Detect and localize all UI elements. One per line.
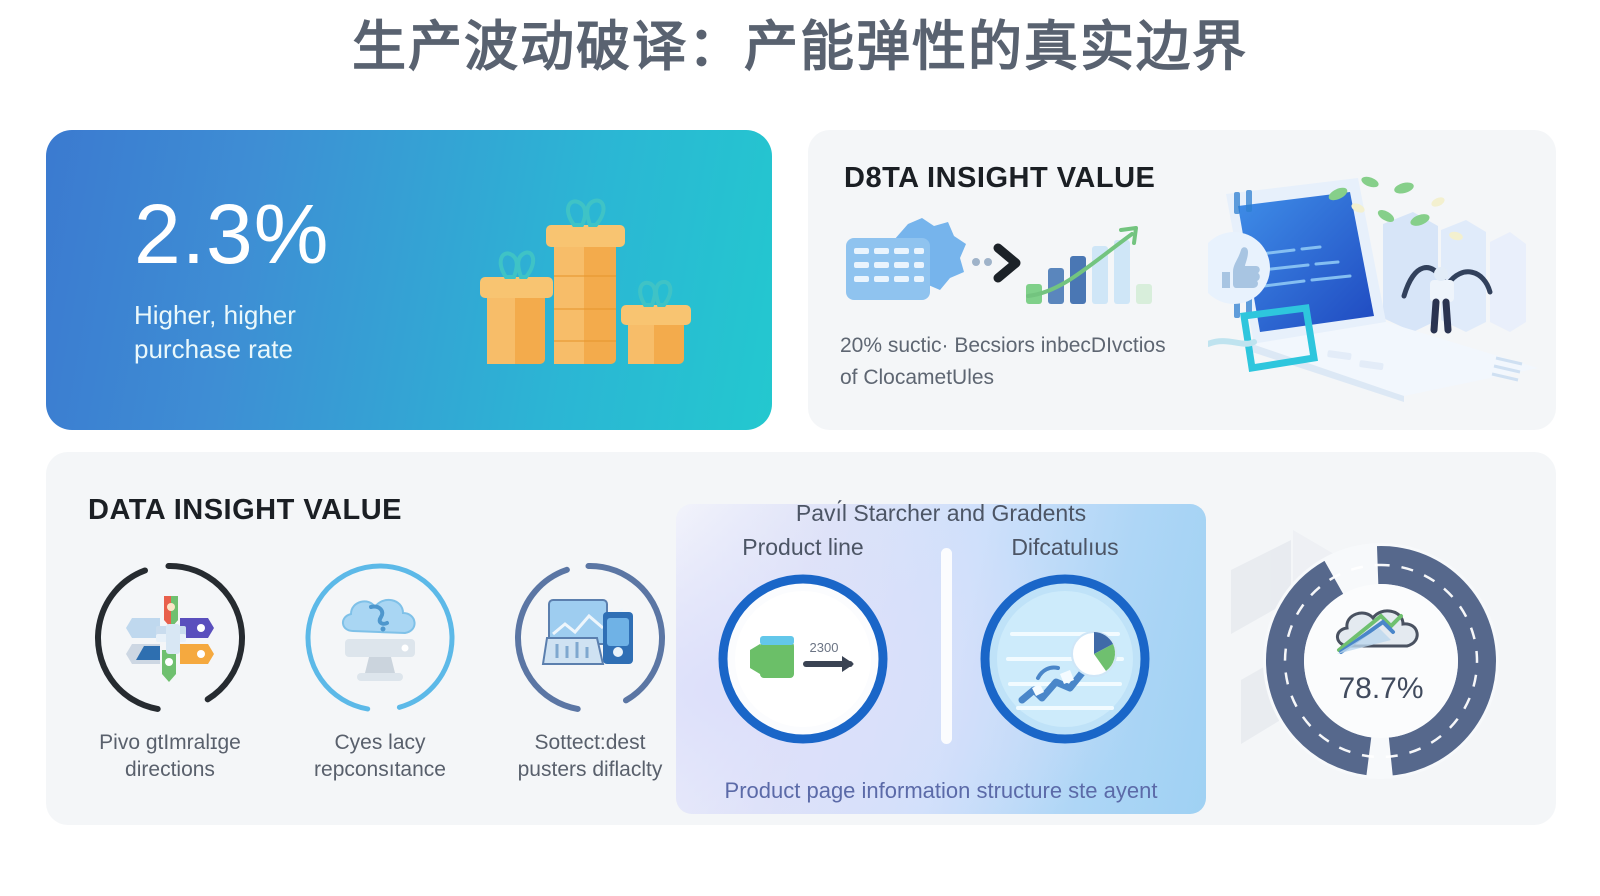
chart-documents-icon <box>541 599 633 665</box>
chart-documents-ring <box>512 560 668 716</box>
product-line-value: 2300 <box>810 640 839 655</box>
insight-card-body: 20% suctic· Becsiors inbecDIvctios of Cl… <box>840 330 1200 393</box>
product-structure-title: Pavı́l Starcher and Gradents <box>795 500 1087 526</box>
circle-label-1-line-2: directions <box>125 757 215 781</box>
tags-cluster-ring <box>92 560 248 716</box>
highlight-metric-card: 2.3% Higher, higher purchase rate <box>46 130 772 430</box>
insight-body-line-1: 20% suctic· Becsiors inbecDIvctios <box>840 334 1166 357</box>
data-to-chart-flow-icon <box>846 218 1152 304</box>
kpi-caption: Higher, higher purchase rate <box>134 298 329 367</box>
ring-outline-2 <box>305 563 455 713</box>
difficulty-dial: Difcatulıus <box>976 534 1154 748</box>
circle-item-3: Sottect:dest pusters diflaclty <box>502 560 678 784</box>
product-arrow-icon: 2300 <box>718 574 888 744</box>
data-insight-panel: DATA INSIGHT VALUE <box>46 452 1556 825</box>
difficulty-caption: Difcatulıus <box>1011 534 1119 560</box>
donut-percent-label: 78.7% <box>1338 672 1423 705</box>
insight-body-line-2: of ClocametUles <box>840 365 995 389</box>
circle-item-1: Pivo gtImralɪge directions <box>82 560 258 784</box>
block-divider <box>941 548 952 744</box>
cloud-monitor-icon <box>342 598 416 681</box>
trend-person-icon <box>980 574 1150 744</box>
ring-outline-3 <box>515 563 665 713</box>
product-line-dial: Product line 2300 <box>714 534 892 748</box>
circle-label-3-line-1: Sottect:dest <box>534 731 646 754</box>
product-structure-footer: Product page information structure ste a… <box>724 778 1158 803</box>
kpi-value: 2.3% <box>134 187 330 281</box>
data-insight-card: D8TA INSIGHT VALUE <box>808 130 1556 430</box>
ring-outline-1 <box>95 563 245 713</box>
insight-card-heading: D8TA INSIGHT VALUE <box>844 162 1156 194</box>
kpi-text-group: 2.3% Higher, higher purchase rate <box>134 192 329 367</box>
kpi-caption-line-2: purchase rate <box>134 334 293 365</box>
circle-label-3: Sottect:dest pusters diflaclty <box>502 730 678 784</box>
product-line-caption: Product line <box>742 534 864 560</box>
circle-label-3-line-2: pusters diflaclty <box>517 757 663 781</box>
donut-chart: 78.7% <box>1231 530 1499 779</box>
circle-label-1: Pivo gtImralɪge directions <box>82 730 258 784</box>
product-structure-block: Pavı́l Starcher and Gradents Product lin… <box>676 500 1206 814</box>
circle-label-2-line-1: Cyes lacy <box>334 731 426 754</box>
circle-item-2: Cyes lacy repconsıtance <box>292 560 468 784</box>
gift-boxes-icon <box>480 198 691 364</box>
panel-heading: DATA INSIGHT VALUE <box>88 494 403 526</box>
circle-label-2-line-2: repconsıtance <box>314 757 446 781</box>
isometric-laptop-icon <box>1208 176 1538 402</box>
tags-cluster-icon <box>126 596 214 682</box>
circle-icon-group: Pivo gtImralɪge directions <box>82 560 682 784</box>
circle-label-2: Cyes lacy repconsıtance <box>292 730 468 784</box>
kpi-caption-line-1: Higher, higher <box>134 300 296 330</box>
page-title: 生产波动破译：产能弹性的真实边界 <box>352 17 1248 77</box>
completion-donut: 78.7% <box>1231 530 1531 792</box>
cloud-monitor-ring <box>302 560 458 716</box>
circle-label-1-line-1: Pivo gtImralɪge <box>99 731 241 754</box>
